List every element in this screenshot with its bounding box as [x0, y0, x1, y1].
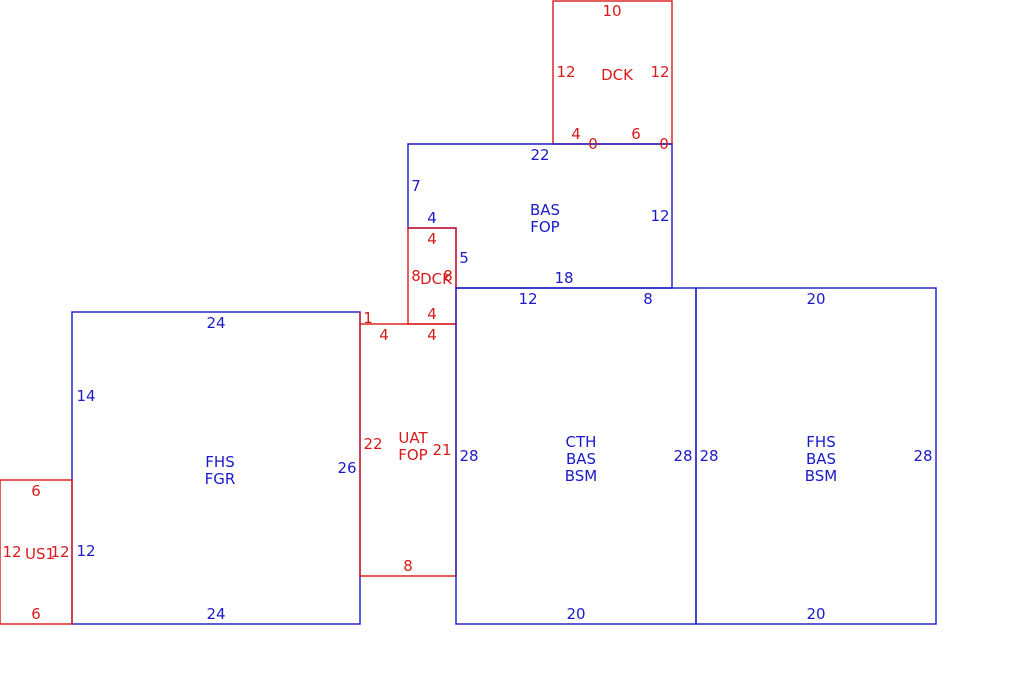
uat-fop-dim-right: 21	[432, 441, 451, 459]
us1-outline	[0, 479, 73, 625]
fhs-bas-bsm-outline	[695, 287, 937, 625]
fhs-fgr-label-line-2: FGR	[205, 470, 236, 488]
fhs-bas-bsm-label-line-1: FHS	[806, 433, 835, 451]
us1-dim-right: 12	[50, 543, 69, 561]
fhs-fgr-dim-left-step: 12	[76, 542, 95, 560]
uat-fop-dim-bottom: 8	[403, 557, 413, 575]
cth-bas-bsm-dim-right: 28	[673, 447, 692, 465]
us1-dim-top: 6	[31, 482, 41, 500]
dck-small-label: DCK	[420, 270, 453, 288]
uat-fop-label-line-2: FOP	[398, 446, 427, 464]
fhs-fgr-dim-left: 14	[76, 387, 95, 405]
fhs-bas-bsm-dim-top: 20	[806, 290, 825, 308]
bas-fop-dim-bottom: 18	[554, 269, 573, 287]
dck-small-dim-left: 8	[411, 267, 421, 285]
uat-fop-dim-left: 22	[363, 435, 382, 453]
bas-fop-dim-left-step: 4	[427, 209, 437, 227]
cth-bas-bsm-label-line-3: BSM	[565, 467, 598, 485]
dck-top-dim-left: 12	[556, 63, 575, 81]
cth-bas-bsm-dim-bottom: 20	[566, 605, 585, 623]
bas-fop-dim-right: 12	[650, 207, 669, 225]
dck-small-dim-top: 4	[427, 230, 437, 248]
dck-top-dim-bottom-zero-1: 0	[588, 135, 598, 153]
us1-dim-left: 12	[2, 543, 21, 561]
fhs-fgr-dim-top: 24	[206, 314, 225, 332]
uat-fop-label-line-1: UAT	[398, 429, 428, 447]
bas-fop-label-line-1: BAS	[530, 201, 560, 219]
fhs-fgr-dim-right: 26	[337, 459, 356, 477]
fhs-fgr-dim-bottom: 24	[206, 605, 225, 623]
area-outlines	[0, 0, 937, 625]
dck-top-dim-top: 10	[602, 2, 621, 20]
dck-small-dim-bottom: 4	[427, 305, 437, 323]
area-labels: DCK BAS FOP DCK FHS FGR UAT FOP CTH BAS …	[25, 66, 837, 563]
dck-top-dim-bottom-right: 6	[631, 125, 641, 143]
dck-top-dim-bottom-zero-2: 0	[659, 135, 669, 153]
dck-small-dim-right: 8	[443, 267, 453, 285]
bas-fop-dim-step-right: 5	[459, 249, 469, 267]
bas-fop-dim-top: 22	[530, 146, 549, 164]
us1-label: US1	[25, 545, 55, 563]
cth-bas-bsm-dim-left: 28	[459, 447, 478, 465]
uat-fop-dim-top-tick: 1	[363, 309, 373, 327]
dimension-labels: 10 12 12 4 0 6 0 22 7 4 12 5 18 4 8 8 4 …	[2, 2, 932, 623]
us1-dim-bottom: 6	[31, 605, 41, 623]
cth-bas-bsm-dim-top-right: 8	[643, 290, 653, 308]
fhs-bas-bsm-dim-right: 28	[913, 447, 932, 465]
fhs-bas-bsm-dim-left: 28	[699, 447, 718, 465]
cth-bas-bsm-label-line-2: BAS	[566, 450, 596, 468]
fhs-bas-bsm-label-line-2: BAS	[806, 450, 836, 468]
fhs-fgr-label-line-1: FHS	[205, 453, 234, 471]
dck-top-dim-bottom-left: 4	[571, 125, 581, 143]
fhs-bas-bsm-dim-bottom: 20	[806, 605, 825, 623]
cth-bas-bsm-dim-top-left: 12	[518, 290, 537, 308]
dck-top-label: DCK	[601, 66, 634, 84]
dck-top-dim-right: 12	[650, 63, 669, 81]
bas-fop-label-line-2: FOP	[530, 218, 559, 236]
cth-bas-bsm-label-line-1: CTH	[566, 433, 597, 451]
bas-fop-dim-left: 7	[411, 177, 421, 195]
uat-fop-dim-top-left: 4	[379, 326, 389, 344]
uat-fop-dim-top-right: 4	[427, 326, 437, 344]
fhs-bas-bsm-label-line-3: BSM	[805, 467, 838, 485]
